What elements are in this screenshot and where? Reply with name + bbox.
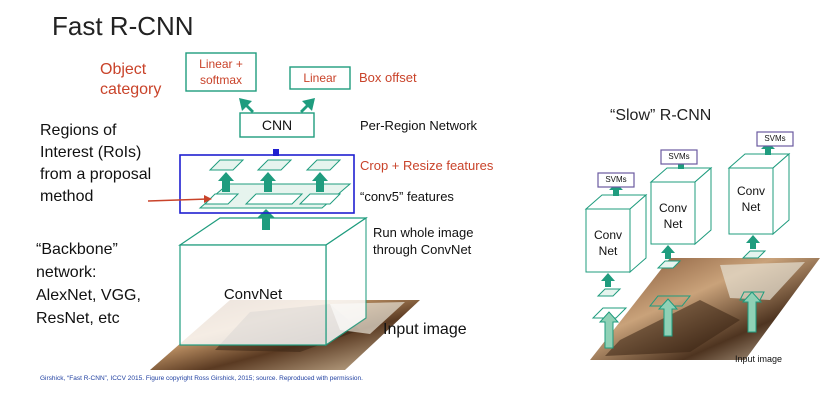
rois-label-line4: method <box>40 188 94 205</box>
fast-rcnn-title: Fast R-CNN <box>52 11 194 41</box>
linear-softmax-label-line2: softmax <box>199 73 242 87</box>
linear-box <box>289 66 351 90</box>
slow-convnet-cube-2 <box>649 166 713 246</box>
slow-convnet-1-line2: Net <box>598 244 618 258</box>
slow-input-image-label: Input image <box>735 354 783 364</box>
run-whole-image-line1: Run whole image <box>373 225 474 240</box>
slow-convnet-2-line1: Conv <box>658 201 687 215</box>
linear-softmax-label-line1: Linear + <box>199 57 243 71</box>
roi-patches-conv5 <box>203 193 342 205</box>
fast-input-image-label: Input image <box>383 321 467 338</box>
linear-label: Linear <box>303 71 337 85</box>
slow-photo-background-shape <box>720 262 805 300</box>
cropped-features <box>208 159 342 171</box>
slow-convnet-cube-1 <box>584 193 648 274</box>
backbone-label-line4: ResNet, etc <box>36 310 120 327</box>
backbone-label-line2: network: <box>36 264 97 281</box>
rois-label-line1: Regions of <box>40 122 117 139</box>
rois-label-line3: from a proposal <box>40 166 152 183</box>
slow-rois-on-image <box>591 291 765 319</box>
convnet-label: ConvNet <box>223 286 283 303</box>
slow-convnet-3-line1: Conv <box>736 184 765 198</box>
arrow-convnet-to-conv5 <box>257 209 275 230</box>
slow-convnet-1-line1: Conv <box>593 228 622 242</box>
backbone-label-line3: AlexNet, VGG, <box>36 287 141 304</box>
backbone-label-line1: “Backbone” <box>36 241 118 258</box>
citation-text: Girshick, “Fast R-CNN”, ICCV 2015. Figur… <box>40 375 363 382</box>
per-region-network-label: Per-Region Network <box>360 118 478 133</box>
slow-svms-label-3: SVMs <box>764 134 786 143</box>
rois-label-line2: Interest (RoIs) <box>40 144 142 161</box>
slow-svms-label-1: SVMs <box>605 175 627 184</box>
linear-softmax-box <box>185 52 257 92</box>
object-category-label-line2: category <box>100 81 162 98</box>
fast-convnet-box <box>178 216 368 347</box>
slow-convnet-3-line2: Net <box>741 200 761 214</box>
crops-to-cnn-connector <box>273 149 279 156</box>
conv5-features-label: “conv5” features <box>360 189 454 204</box>
slow-svm-boxes <box>597 131 794 188</box>
roi-pointer-arrow <box>147 195 212 203</box>
cnn-label: CNN <box>261 117 293 133</box>
box-offset-label: Box offset <box>359 70 417 85</box>
slow-tall-arrows <box>598 291 763 349</box>
slow-convnet-2-line2: Net <box>663 217 683 231</box>
crop-resize-label: Crop + Resize features <box>360 158 494 173</box>
slow-svms-label-2: SVMs <box>668 152 690 161</box>
arrows-conv5-to-crops <box>218 172 328 192</box>
arrows-cnn-to-heads <box>239 98 315 113</box>
per-region-cnn-box <box>239 112 315 138</box>
roi-crop-region-frame <box>179 154 355 214</box>
object-category-label-line1: Object <box>100 61 147 78</box>
slow-small-warped-patches <box>596 250 767 297</box>
slow-convnet-cube-3 <box>727 152 791 236</box>
slow-rcnn-title: “Slow” R-CNN <box>610 107 712 124</box>
run-whole-image-line2: through ConvNet <box>373 242 472 257</box>
slow-small-arrows-to-convnets <box>601 235 760 287</box>
